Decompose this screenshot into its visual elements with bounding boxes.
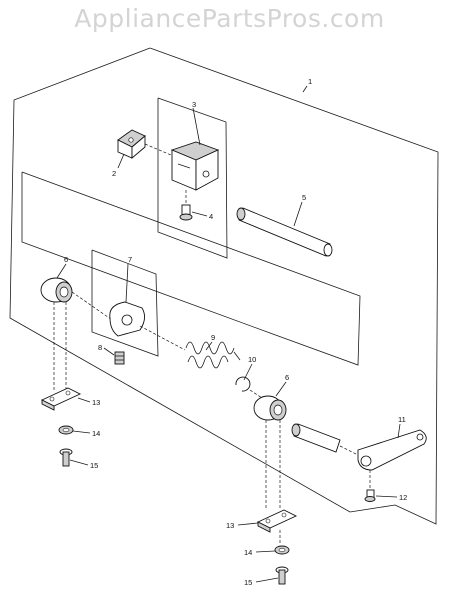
watermark: AppliancePartsPros.com (74, 4, 385, 33)
frame-outline-holder (91, 249, 159, 357)
part-clamp-right (256, 509, 298, 533)
callout-5: 5 (302, 193, 306, 202)
callout-6-right: 6 (285, 373, 289, 382)
callout-3: 3 (192, 100, 196, 109)
part-nut-plate (117, 129, 146, 159)
callout-2: 2 (112, 169, 116, 178)
part-washer-left (58, 425, 74, 435)
callout-15-right: 15 (244, 578, 252, 587)
part-lever-arm (357, 429, 427, 471)
callout-1: 1 (308, 77, 312, 86)
callout-13-left: 13 (92, 398, 100, 407)
part-pin-shaft (236, 207, 333, 257)
part-tapping-screw-left (59, 448, 73, 467)
frame-outline-assembly (9, 47, 439, 525)
part-screw-lever (364, 489, 376, 502)
callout-10: 10 (248, 355, 256, 364)
callout-4: 4 (209, 212, 213, 221)
callout-7: 7 (128, 255, 132, 264)
part-bushing-right (253, 395, 287, 421)
callout-13-right: 13 (226, 521, 234, 530)
part-bracket-block (170, 141, 220, 191)
part-bushing-left (40, 277, 73, 303)
part-screw-bracket (179, 204, 193, 221)
part-e-ring (235, 376, 251, 392)
part-tapping-screw-right (275, 566, 289, 585)
callout-12: 12 (399, 493, 407, 502)
leader-lines (56, 85, 401, 583)
callout-6-left: 6 (64, 255, 68, 264)
part-short-shaft (291, 423, 341, 453)
callout-14-right: 14 (244, 548, 252, 557)
part-holder-plate (109, 301, 145, 337)
part-torsion-spring (185, 341, 241, 369)
callout-15-left: 15 (90, 461, 98, 470)
frame-outline-shaft (21, 171, 361, 366)
callout-14-left: 14 (92, 429, 100, 438)
callout-9: 9 (211, 333, 215, 342)
part-clamp-left (40, 387, 82, 411)
frame-outline-bracket (157, 97, 228, 259)
part-set-screw (114, 351, 125, 365)
part-washer-right (274, 545, 290, 555)
callout-11: 11 (398, 415, 406, 424)
callout-8: 8 (98, 343, 102, 352)
